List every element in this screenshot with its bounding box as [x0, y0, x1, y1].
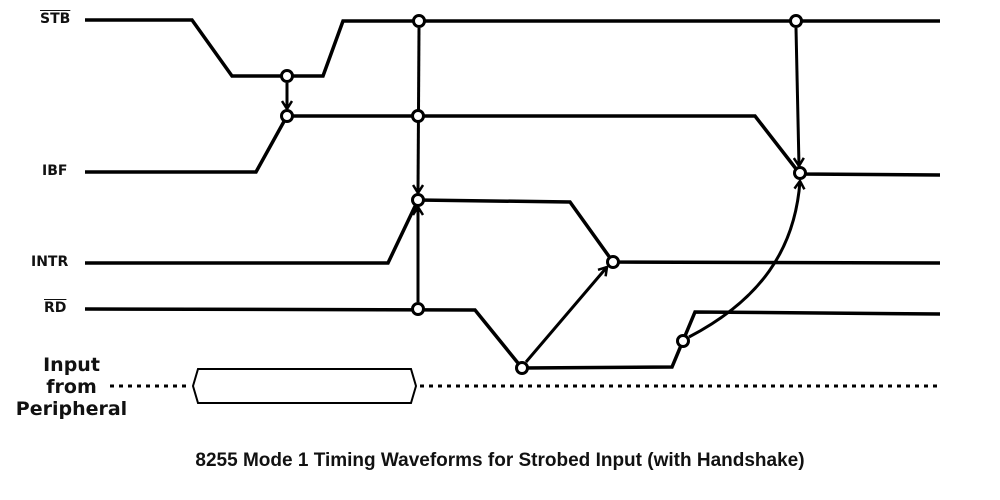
diagram-caption: 8255 Mode 1 Timing Waveforms for Strobed…: [195, 450, 805, 471]
valid-data-window: [191, 368, 418, 404]
signal-label-stb: STB: [40, 11, 71, 27]
bus-label-line-3: Peripheral: [15, 398, 128, 420]
event-marker-circle: [412, 14, 426, 28]
arrow-5: [796, 27, 799, 166]
waveform-ibf: [85, 114, 941, 177]
event-marker-circle: [676, 334, 690, 348]
event-marker-circle: [793, 166, 807, 180]
signal-label-rd: RD: [44, 300, 67, 316]
bus-label: Input from Peripheral: [4, 354, 139, 420]
arrow-4: [688, 181, 800, 339]
bus-label-line-2: from: [46, 376, 97, 398]
event-marker-circle: [789, 14, 803, 28]
event-marker-circle: [411, 193, 425, 207]
signal-label-ibf: IBF: [42, 163, 68, 179]
event-marker-circle: [515, 361, 529, 375]
signal-waveforms: [84, 18, 941, 370]
arrow-3: [524, 267, 607, 363]
event-marker-circle: [280, 109, 294, 123]
bus-label-line-1: Input: [43, 354, 100, 376]
waveform-stb: [85, 18, 940, 78]
event-markers: [280, 14, 807, 375]
event-marker-circle: [411, 302, 425, 316]
event-marker-circle: [606, 255, 620, 269]
event-marker-circle: [411, 109, 425, 123]
input-bus: [110, 368, 940, 404]
signal-label-intr: INTR: [31, 254, 69, 270]
waveform-rd: [84, 307, 941, 370]
event-marker-circle: [280, 69, 294, 83]
waveform-intr: [85, 198, 941, 265]
